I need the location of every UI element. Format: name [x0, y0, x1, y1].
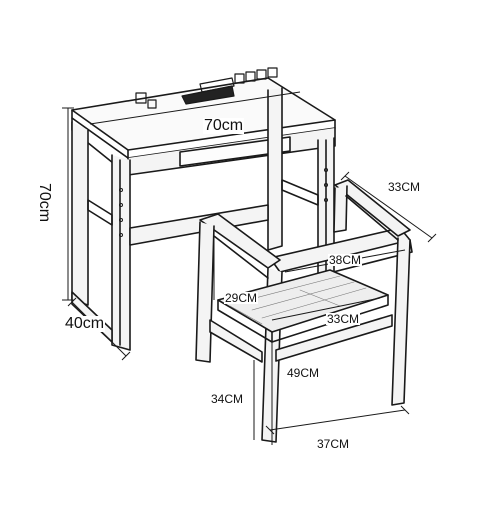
chair-armrest-right: [334, 179, 411, 237]
chair-arm-width-label: 33CM: [387, 180, 422, 194]
dimension-lines: [62, 91, 437, 445]
chair-back-width-label: 38CM: [328, 253, 363, 267]
chair-total-height-label: 49CM: [286, 366, 321, 380]
desk-height-label: 70cm: [36, 182, 53, 224]
desk: [71, 67, 336, 351]
desk-leg-back-right: [267, 87, 283, 251]
desk-depth-label: 40cm: [64, 315, 106, 332]
seat-width-label: 33CM: [326, 312, 361, 326]
desk-leg-front-left: [111, 154, 131, 351]
chair: [195, 179, 413, 443]
desk-stretcher: [129, 204, 269, 246]
desk-items: [135, 67, 278, 109]
chair-armrest-left: [199, 213, 281, 269]
seat-to-arm-height-label: 29CM: [224, 291, 259, 305]
chair-base-width-label: 37CM: [316, 437, 351, 451]
desk-width-label: 70cm: [203, 117, 245, 134]
desk-leg-back-left: [71, 121, 89, 306]
seat-height-label: 34CM: [210, 392, 245, 406]
